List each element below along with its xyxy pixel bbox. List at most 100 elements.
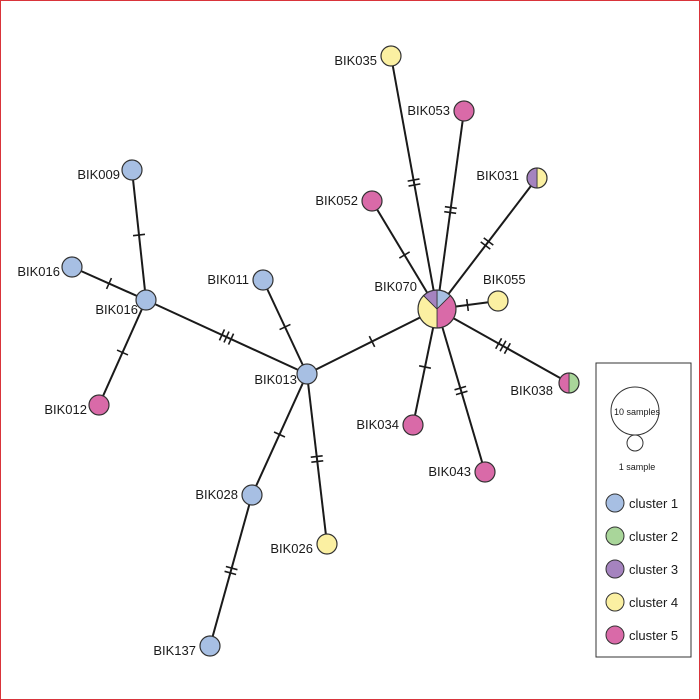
node-label: BIK009 — [77, 167, 120, 182]
pie-slice — [242, 485, 262, 505]
pie-slice — [488, 291, 508, 311]
pie-slice — [200, 636, 220, 656]
pie-slice — [475, 462, 495, 482]
node-outline — [316, 533, 338, 555]
legend-swatch-cluster1 — [605, 493, 625, 513]
node-bik013: BIK013 — [254, 363, 318, 387]
node-bik012: BIK012 — [44, 394, 110, 417]
legend-size-small — [626, 434, 644, 452]
pie-slice — [362, 191, 382, 211]
node-label: BIK011 — [207, 272, 249, 287]
pie-slice — [568, 372, 580, 394]
mutation-tick — [465, 298, 470, 312]
mutation-tick — [455, 390, 468, 396]
legend-label-cluster3: cluster 3 — [629, 562, 678, 577]
mutation-tick — [224, 570, 237, 576]
node-outline — [417, 289, 457, 329]
node-label: BIK016 — [95, 302, 138, 317]
mutation-tick — [311, 459, 324, 463]
node-bik035: BIK035 — [334, 45, 402, 68]
node-label: BIK016 — [17, 264, 60, 279]
node-outline — [526, 167, 548, 189]
pie-slice — [454, 101, 474, 121]
mutation-tick — [105, 277, 113, 290]
node-label: BIK053 — [407, 103, 450, 118]
node-bik031: BIK031 — [476, 167, 548, 189]
mutation-tick — [273, 431, 286, 438]
node-bik028: BIK028 — [195, 484, 263, 506]
node-label: BIK026 — [270, 541, 313, 556]
edge-BIK028-BIK137 — [209, 494, 253, 647]
pie-slice — [89, 395, 109, 415]
edge-BIK070-BIK053 — [436, 110, 465, 310]
node-bik055: BIK055 — [483, 272, 526, 312]
mutation-tick — [116, 349, 129, 356]
legend-size-small-label: 1 sample — [619, 462, 656, 472]
pie-slice — [297, 364, 317, 384]
node-label: BIK055 — [483, 272, 526, 287]
mutation-tick — [279, 323, 291, 331]
node-bik137: BIK137 — [153, 635, 221, 658]
legend-swatch-cluster5 — [605, 625, 625, 645]
pie-slice — [526, 167, 538, 189]
legend-swatch-cluster2 — [605, 526, 625, 546]
node-bik016a: BIK016 — [17, 256, 83, 279]
mutation-tick — [418, 365, 432, 369]
node-bik011: BIK011 — [207, 269, 274, 291]
node-outline — [121, 159, 143, 181]
mutation-tick — [444, 210, 457, 215]
node-outline — [296, 363, 318, 385]
node-label: BIK013 — [254, 372, 297, 387]
node-outline — [199, 635, 221, 657]
pie-slice — [536, 167, 548, 189]
node-bik009: BIK009 — [77, 159, 143, 182]
legend-swatch-cluster3 — [605, 559, 625, 579]
node-outline — [252, 269, 274, 291]
node-label: BIK038 — [510, 383, 553, 398]
legend-label-cluster2: cluster 2 — [629, 529, 678, 544]
mutation-tick — [132, 233, 146, 237]
node-label: BIK043 — [428, 464, 471, 479]
network-edges — [71, 55, 570, 647]
edge-BIK070-BIK031 — [436, 177, 538, 310]
legend-swatch-cluster4 — [605, 592, 625, 612]
node-bik034: BIK034 — [356, 414, 424, 436]
node-outline — [402, 414, 424, 436]
node-label: BIK031 — [476, 168, 519, 183]
mutation-tick — [480, 241, 491, 250]
pie-slice — [122, 160, 142, 180]
node-bik016b: BIK016 — [95, 289, 157, 317]
pie-slice — [317, 534, 337, 554]
node-label: BIK012 — [44, 402, 87, 417]
node-bik052: BIK052 — [315, 190, 383, 212]
edge-BIK013-BIK026 — [306, 373, 328, 545]
legend-label-cluster1: cluster 1 — [629, 496, 678, 511]
node-outline — [474, 461, 496, 483]
mutation-tick — [407, 178, 420, 182]
mutation-tick — [398, 251, 411, 259]
node-outline — [487, 290, 509, 312]
legend-label-cluster5: cluster 5 — [629, 628, 678, 643]
mutation-tick — [499, 340, 507, 352]
network-nodes: BIK009BIK016BIK016BIK012BIK011BIK013BIK0… — [17, 45, 580, 658]
node-label: BIK052 — [315, 193, 358, 208]
pie-slice — [62, 257, 82, 277]
node-label: BIK035 — [334, 53, 377, 68]
node-outline — [361, 190, 383, 212]
node-outline — [453, 100, 475, 122]
mutation-tick — [227, 333, 235, 345]
edge-BIK070-BIK035 — [390, 55, 438, 310]
mutation-tick — [483, 237, 494, 246]
mutation-tick — [225, 565, 238, 571]
pie-slice — [136, 290, 156, 310]
node-outline — [558, 372, 580, 394]
mutation-tick — [454, 385, 467, 391]
node-bik070: BIK070 — [374, 279, 457, 329]
mutation-tick — [368, 335, 376, 348]
node-outline — [380, 45, 402, 67]
mutation-tick — [310, 455, 323, 459]
